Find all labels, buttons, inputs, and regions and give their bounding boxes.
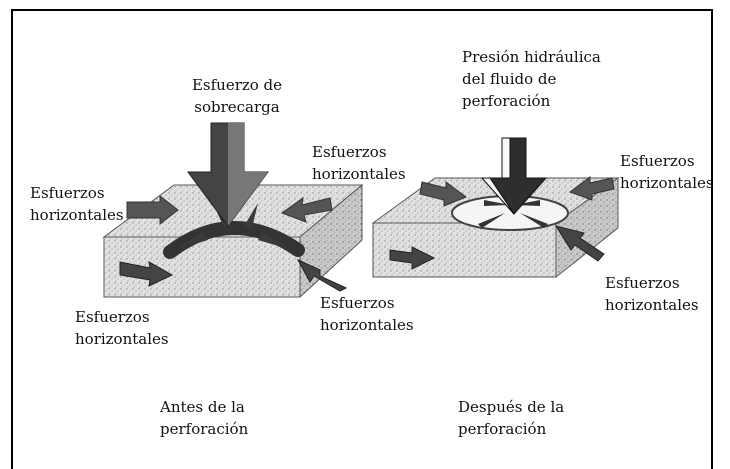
hydraulic-pressure-label: Presión hidráulica del fluido de perfora… <box>462 48 601 110</box>
left-horizontal-arrows <box>119 194 348 292</box>
figure-frame <box>11 9 713 469</box>
stress-diagram <box>102 122 620 299</box>
left-upper-right-stress-label: Esfuerzos horizontales <box>312 143 406 183</box>
left-upper-left-stress-label: Esfuerzos horizontales <box>30 184 124 224</box>
left-lower-left-stress-label: Esfuerzos horizontales <box>75 308 169 348</box>
overburden-label: Esfuerzo de sobrecarga <box>191 76 283 116</box>
left-lower-right-stress-label: Esfuerzos horizontales <box>320 294 414 334</box>
right-upper-right-stress-label: Esfuerzos horizontales <box>620 152 714 192</box>
hydraulic-pressure-arrow <box>480 137 548 215</box>
overburden-arrow <box>187 122 269 227</box>
right-horizontal-arrows <box>389 176 615 270</box>
after-drilling-caption: Después de la perforación <box>458 398 565 438</box>
before-drilling-caption: Antes de la perforación <box>160 398 249 438</box>
right-lower-right-stress-label: Esfuerzos horizontales <box>605 274 699 314</box>
